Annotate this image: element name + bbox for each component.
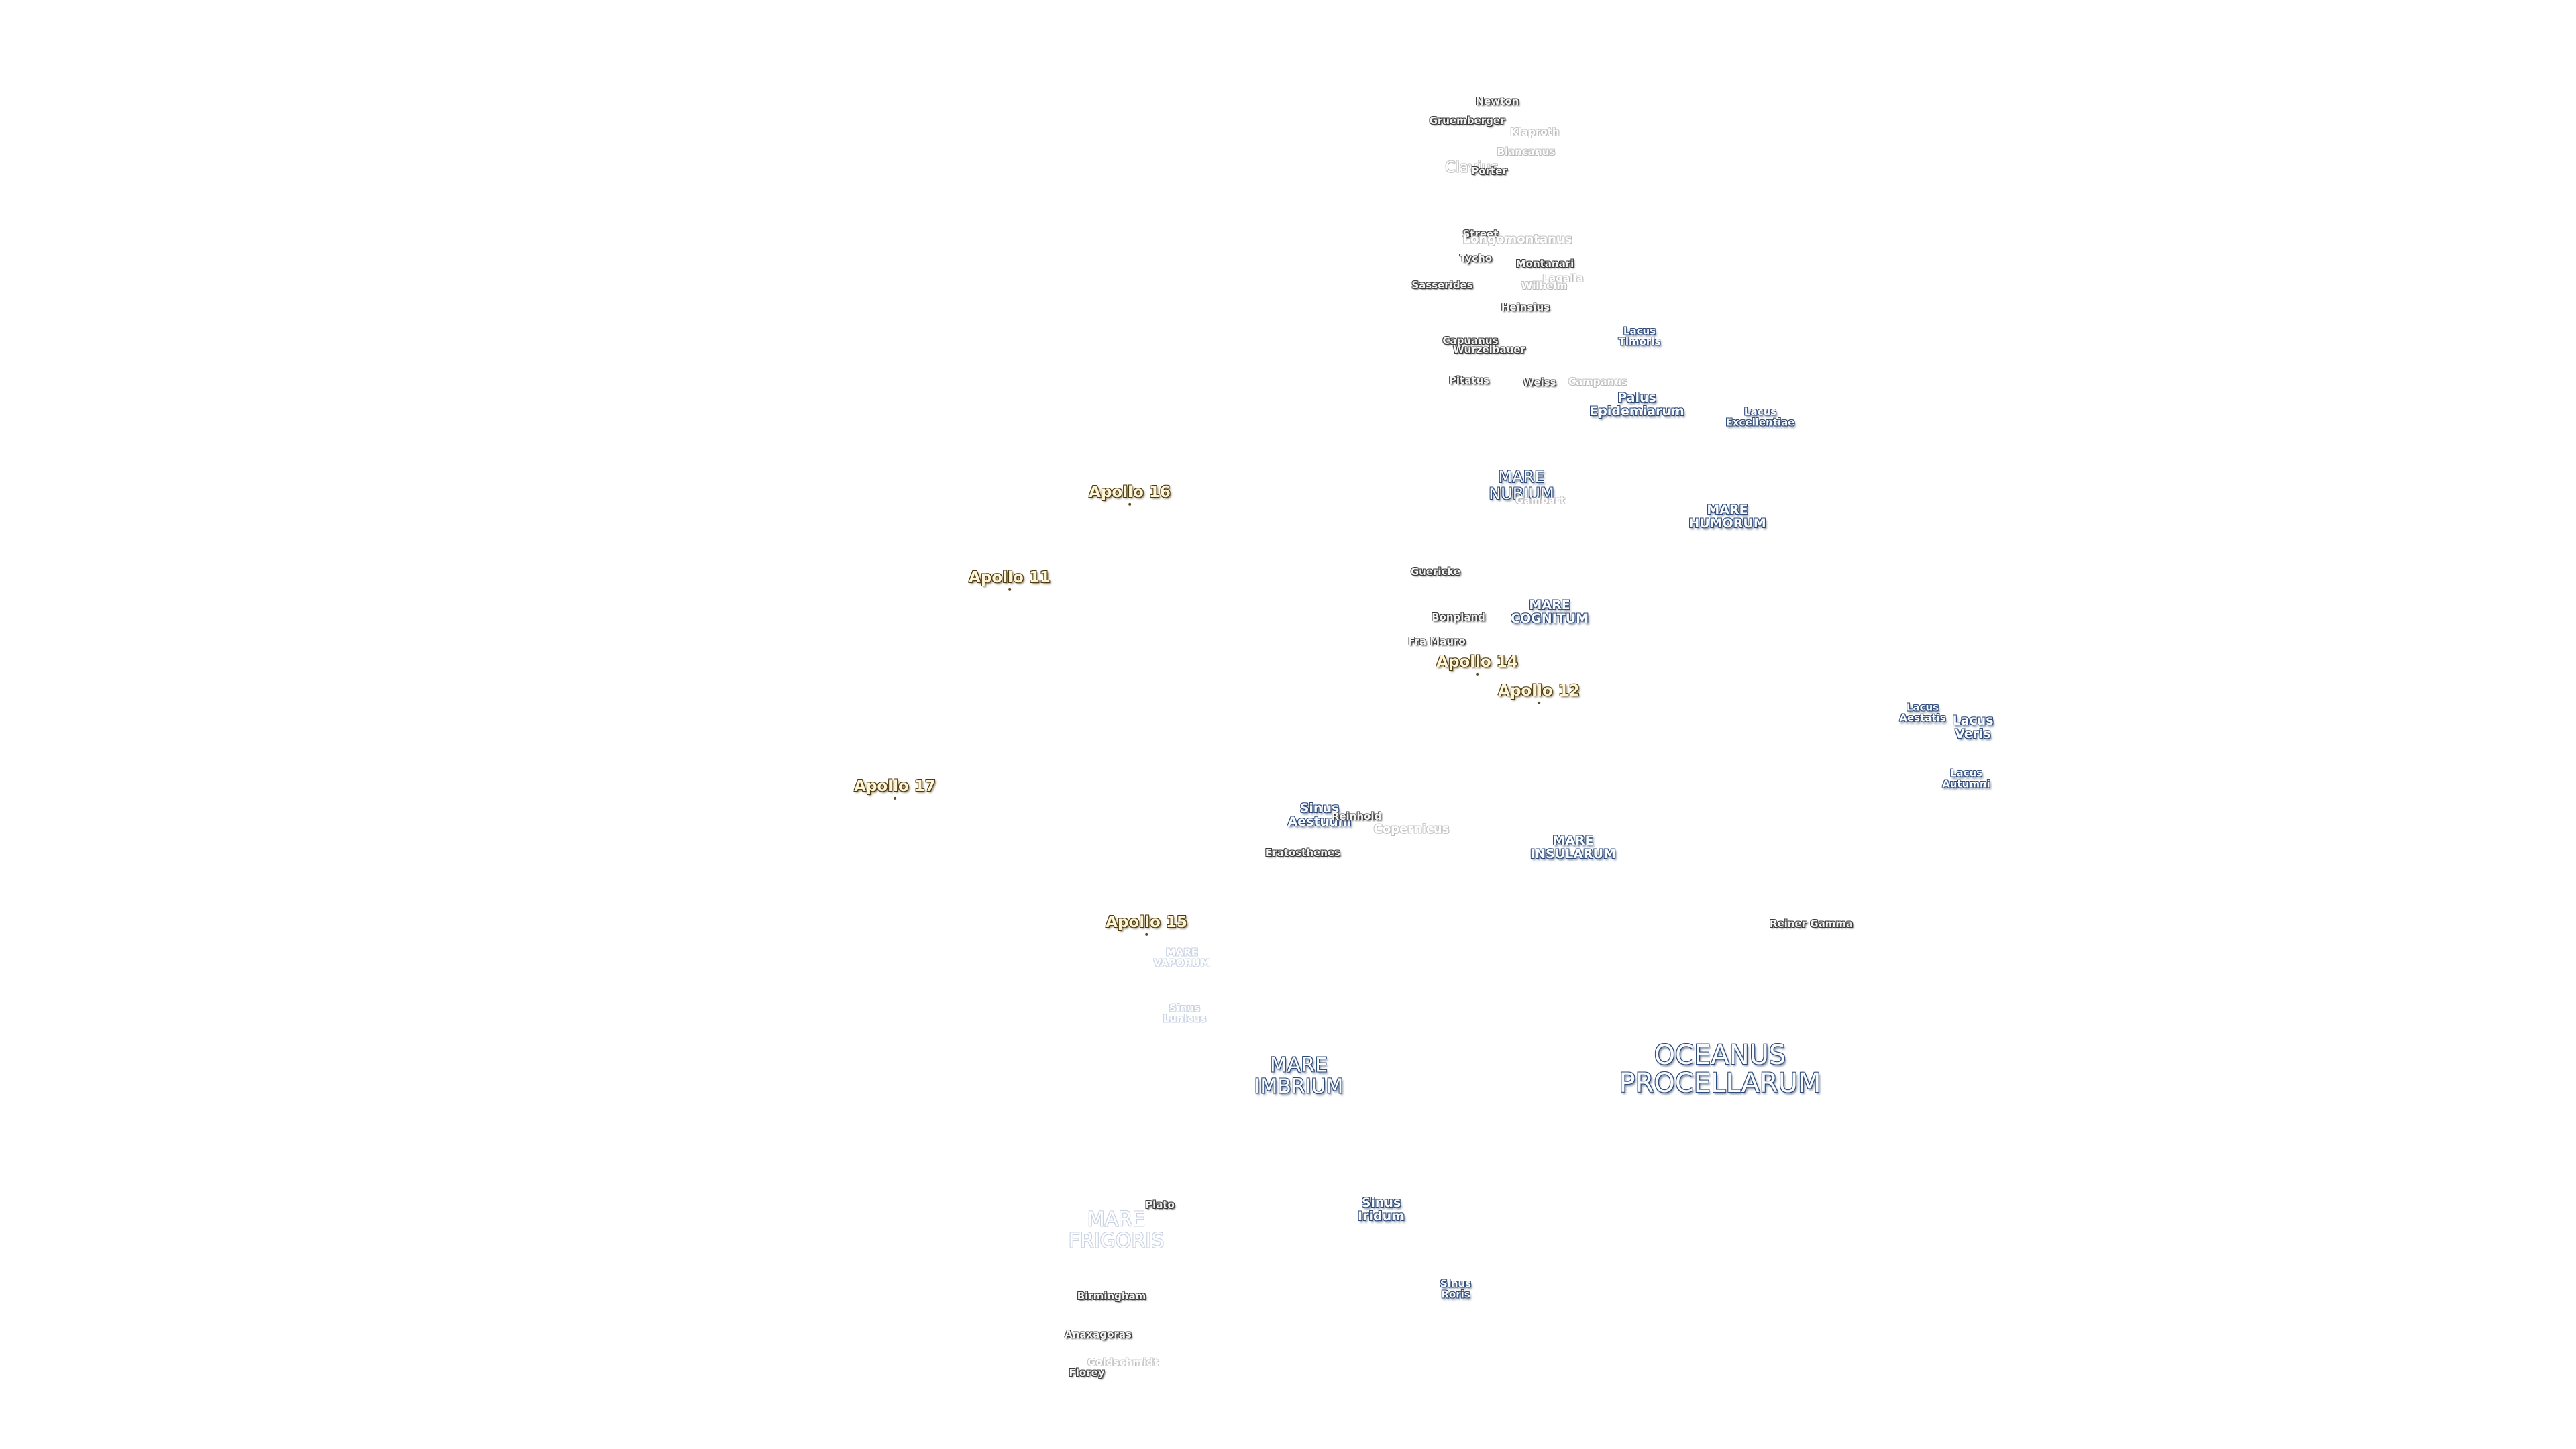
apollo-14-label-text: Apollo 14	[1436, 653, 1518, 671]
mare-label-vaporum[interactable]: MARE VAPORUM	[1153, 946, 1211, 969]
apollo-11-label-text: Apollo 11	[969, 568, 1051, 586]
crater-label-eratosthenes[interactable]: Eratosthenes	[1265, 847, 1340, 859]
crater-label-gruemberger[interactable]: Gruemberger	[1429, 115, 1505, 127]
crater-label-gambart[interactable]: Gambart	[1515, 494, 1565, 507]
landing-site-dot	[1145, 933, 1148, 936]
crater-label-porter[interactable]: Porter	[1471, 165, 1507, 178]
crater-label-longomontanus[interactable]: Longomontanus	[1462, 232, 1572, 247]
crater-label-reiner-gamma[interactable]: Reiner Gamma	[1769, 918, 1854, 930]
crater-label-bonpland[interactable]: Bonpland	[1432, 611, 1485, 624]
crater-label-newton[interactable]: Newton	[1475, 95, 1519, 108]
crater-label-florey[interactable]: Florey	[1069, 1366, 1105, 1379]
landing-site-dot	[1008, 588, 1011, 592]
mare-label-humorum[interactable]: MARE HUMORUM	[1688, 502, 1766, 531]
lake-label-lacus-excellentiae[interactable]: Lacus Excellentiae	[1725, 405, 1795, 428]
crater-label-montanari[interactable]: Montanari	[1515, 258, 1574, 270]
mare-label-insularum[interactable]: MARE INSULARUM	[1530, 833, 1616, 861]
crater-label-capuanus[interactable]: Capuanus	[1442, 335, 1499, 347]
crater-label-guericke[interactable]: Guericke	[1410, 566, 1461, 578]
mare-label-cognitum[interactable]: MARE COGNITUM	[1511, 598, 1589, 626]
landing-site-dot	[1476, 673, 1479, 676]
lake-label-lacus-veris[interactable]: Lacus Veris	[1952, 713, 1994, 741]
crater-label-blancanus[interactable]: Blancanus	[1497, 146, 1556, 158]
mare-label-frigoris[interactable]: MARE FRIGORIS	[1068, 1208, 1165, 1252]
crater-label-street[interactable]: Street	[1462, 228, 1499, 241]
apollo-16-label-text: Apollo 16	[1089, 483, 1171, 501]
apollo-12-site-label[interactable]: Apollo 12	[1498, 682, 1580, 705]
apollo-11-site-label[interactable]: Apollo 11	[969, 568, 1051, 592]
marsh-label-palus-epidemiarum[interactable]: Palus Epidemiarum	[1589, 390, 1684, 419]
crater-label-birmingham[interactable]: Birmingham	[1077, 1290, 1146, 1303]
bay-label-sinus-roris[interactable]: Sinus Roris	[1440, 1277, 1472, 1300]
crater-label-heinsius[interactable]: Heinsius	[1501, 301, 1550, 314]
landing-site-dot	[1538, 702, 1540, 705]
ocean-label-procellarum[interactable]: OCEANUS PROCELLARUM	[1619, 1040, 1821, 1099]
crater-label-tycho[interactable]: Tycho	[1459, 252, 1493, 265]
crater-label-lagalla[interactable]: Lagalla	[1542, 272, 1584, 285]
apollo-15-site-label[interactable]: Apollo 15	[1106, 913, 1187, 936]
crater-label-wilhelm[interactable]: Wilhelm	[1521, 280, 1568, 292]
crater-label-fra-mauro[interactable]: Fra Mauro	[1408, 635, 1466, 648]
crater-label-clavius[interactable]: Clavius	[1445, 159, 1499, 176]
bay-label-sinus-aestuum[interactable]: Sinus Aestuum	[1287, 801, 1352, 829]
apollo-15-label-text: Apollo 15	[1106, 913, 1187, 931]
lake-label-lacus-autumni[interactable]: Lacus Autumni	[1942, 767, 1990, 790]
crater-label-campanus[interactable]: Campanus	[1568, 376, 1627, 388]
landing-site-dot	[894, 797, 896, 800]
lake-label-lacus-aestatis[interactable]: Lacus Aestatis	[1899, 701, 1946, 724]
apollo-14-site-label[interactable]: Apollo 14	[1436, 653, 1518, 676]
crater-label-reinhold[interactable]: Reinhold	[1331, 810, 1382, 823]
mare-label-nubium[interactable]: MARE NUBIUM	[1489, 467, 1554, 503]
crater-label-pitatus[interactable]: Pitatus	[1448, 374, 1490, 387]
crater-label-weiss[interactable]: Weiss	[1523, 376, 1556, 389]
crater-label-plato[interactable]: Plato	[1145, 1199, 1175, 1212]
crater-label-goldschmidt[interactable]: Goldschmidt	[1087, 1356, 1159, 1369]
crater-label-sasserides[interactable]: Sasserides	[1411, 279, 1473, 292]
crater-label-anaxagoras[interactable]: Anaxagoras	[1065, 1328, 1132, 1341]
crater-label-klaproth[interactable]: Klaproth	[1510, 126, 1560, 139]
crater-label-copernicus[interactable]: Copernicus	[1373, 822, 1450, 837]
bay-label-sinus-iridum[interactable]: Sinus Iridum	[1358, 1195, 1405, 1224]
mare-label-imbrium[interactable]: MARE IMBRIUM	[1254, 1053, 1344, 1098]
lake-label-lacus-timoris[interactable]: Lacus Timoris	[1618, 325, 1661, 347]
apollo-12-label-text: Apollo 12	[1498, 682, 1580, 700]
apollo-16-site-label[interactable]: Apollo 16	[1089, 483, 1171, 506]
apollo-17-label-text: Apollo 17	[854, 777, 936, 795]
bay-label-sinus-lunicus[interactable]: Sinus Lunicus	[1163, 1002, 1207, 1024]
landing-site-dot	[1128, 503, 1131, 506]
apollo-17-site-label[interactable]: Apollo 17	[854, 777, 936, 800]
crater-label-wurzelbauer[interactable]: Wurzelbauer	[1453, 343, 1525, 356]
